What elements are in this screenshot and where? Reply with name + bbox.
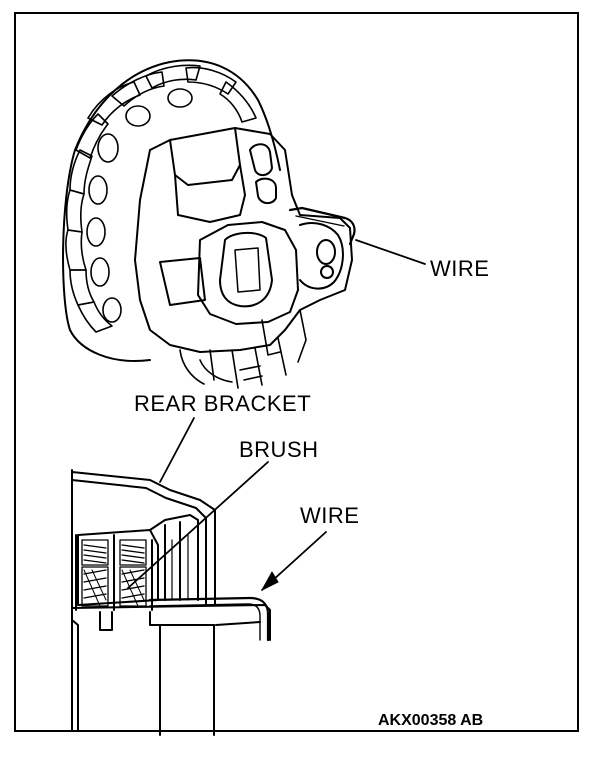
rear-bracket-leader — [159, 417, 195, 483]
brush-leader — [127, 461, 269, 589]
brush-springs — [81, 539, 147, 566]
figure-frame — [14, 12, 579, 732]
alternator-illustration — [62, 59, 426, 389]
rear-vents — [179, 309, 307, 389]
cooling-fins — [65, 64, 257, 333]
brush-label: BRUSH — [239, 437, 319, 462]
wire-label-top: WIRE — [430, 256, 490, 281]
wire-top — [288, 206, 356, 246]
wire-bottom — [148, 596, 270, 642]
figure-code: AKX00358 AB — [378, 712, 484, 729]
wire-label-bottom: WIRE — [300, 503, 360, 528]
wire-leader-top — [355, 239, 426, 265]
rear-bracket-label: REAR BRACKET — [134, 391, 312, 416]
brush-section-illustration — [71, 469, 271, 736]
wire-arrowhead — [261, 571, 279, 591]
